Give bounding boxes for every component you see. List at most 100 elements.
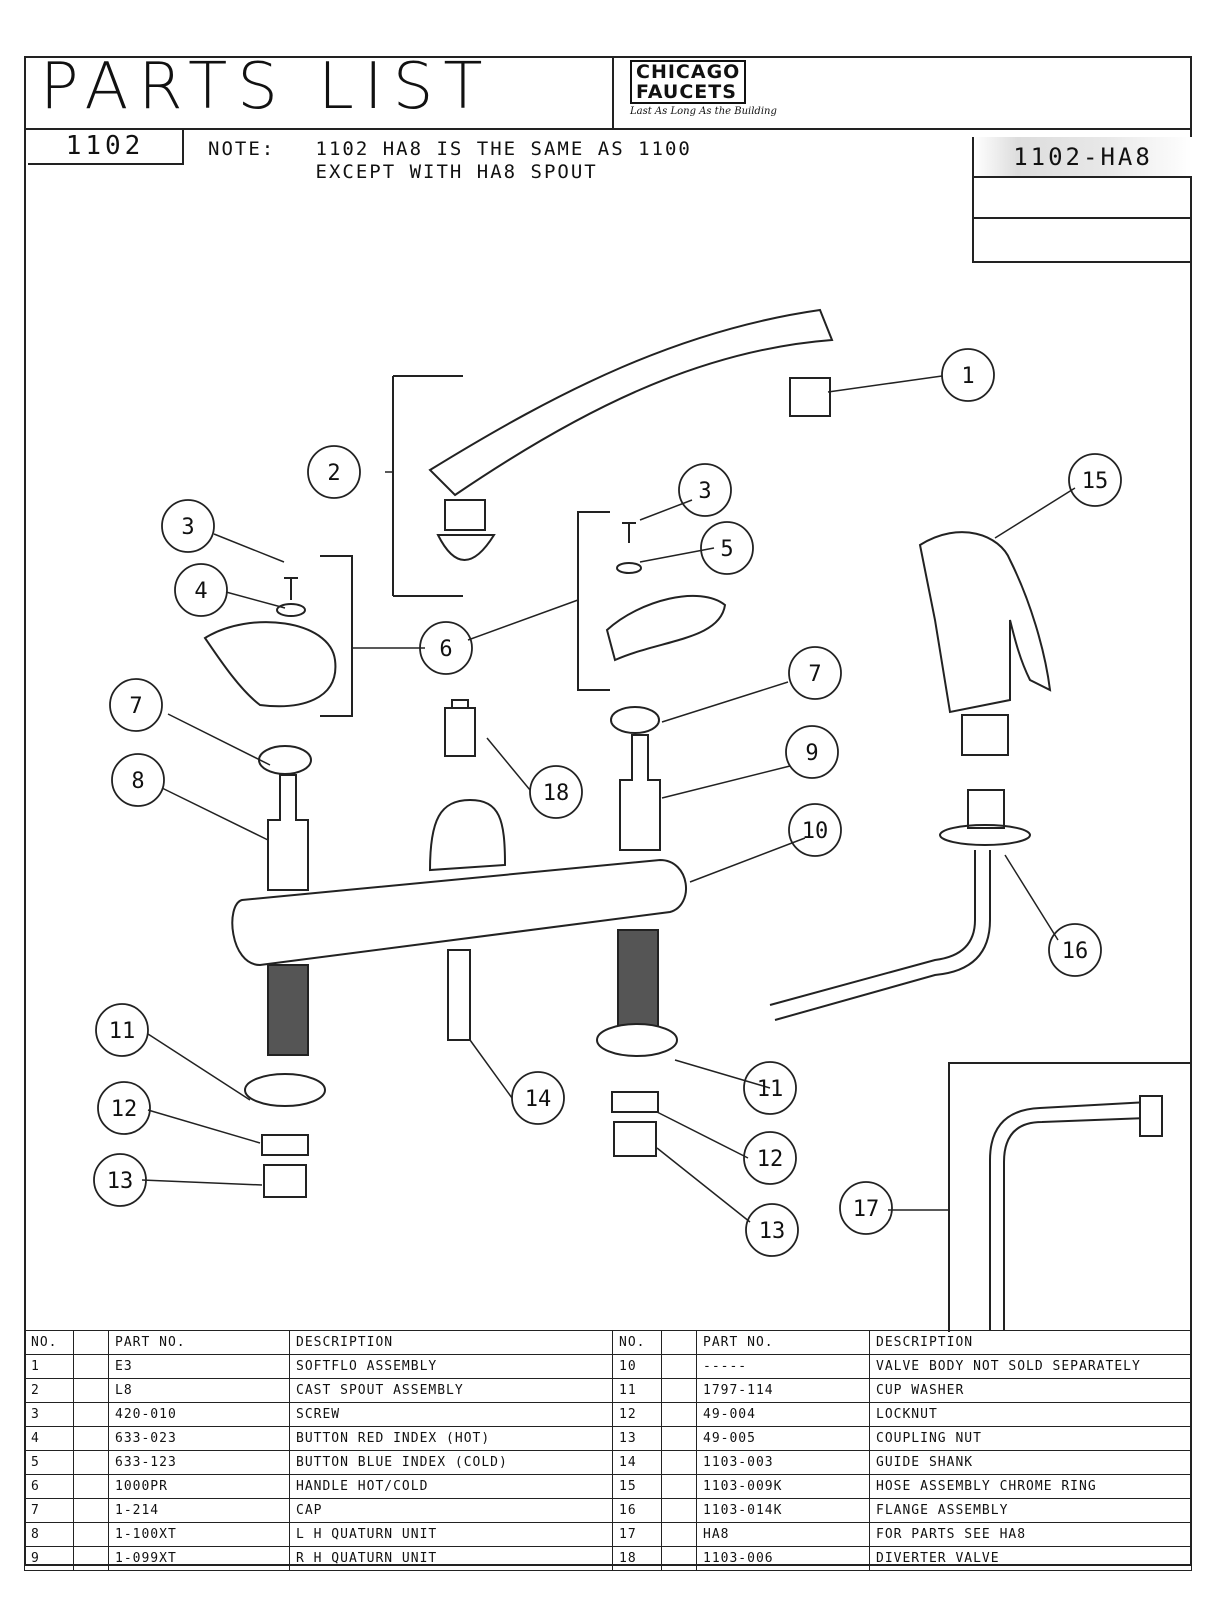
cell-gap — [73, 1378, 109, 1403]
cell-part-no: 49-005 — [696, 1426, 870, 1451]
cell-gap — [661, 1522, 697, 1547]
right-handle-illustration — [605, 594, 727, 662]
cell-part-no: 49-004 — [696, 1402, 870, 1427]
reference-box: 1102-HA8 — [972, 137, 1192, 263]
right-quaturn-illustration — [619, 734, 661, 851]
header-gap — [73, 1330, 109, 1355]
cell-no: 1 — [24, 1354, 74, 1379]
cell-part-no: 1-214 — [108, 1498, 290, 1523]
cell-part-no: ----- — [696, 1354, 870, 1379]
cell-no: 16 — [612, 1498, 662, 1523]
callout-label: 6 — [439, 637, 452, 662]
callout-label: 7 — [129, 694, 142, 719]
cell-no: 3 — [24, 1402, 74, 1427]
spout-illustration — [428, 308, 834, 497]
title-divider — [24, 128, 1192, 130]
callout-label: 3 — [698, 479, 711, 504]
cell-part-no: HA8 — [696, 1522, 870, 1547]
right-button-illustration — [616, 562, 642, 574]
cell-description: R H QUATURN UNIT — [289, 1546, 613, 1571]
page-title: PARTS LIST — [40, 50, 493, 124]
cell-description: VALVE BODY NOT SOLD SEPARATELY — [869, 1354, 1192, 1379]
cell-no: 7 — [24, 1498, 74, 1523]
cell-no: 15 — [612, 1474, 662, 1499]
sprayer-flange-illustration — [939, 824, 1031, 846]
note-label: NOTE: — [208, 138, 276, 160]
callout-label: 17 — [853, 1197, 880, 1222]
cell-description: L H QUATURN UNIT — [289, 1522, 613, 1547]
cell-description: CAST SPOUT ASSEMBLY — [289, 1378, 613, 1403]
cell-no: 11 — [612, 1378, 662, 1403]
callout-label: 11 — [757, 1077, 784, 1102]
cell-no: 5 — [24, 1450, 74, 1475]
aerator-illustration — [789, 377, 831, 417]
brand-tagline: Last As Long As the Building — [630, 106, 777, 117]
right-locknut-illustration — [611, 1091, 659, 1113]
cell-description: FLANGE ASSEMBLY — [869, 1498, 1192, 1523]
cell-gap — [73, 1522, 109, 1547]
cell-part-no: L8 — [108, 1378, 290, 1403]
header-part-no: PART NO. — [108, 1330, 290, 1355]
callout-label: 3 — [181, 515, 194, 540]
cell-gap — [73, 1426, 109, 1451]
reference-number: 1102-HA8 — [974, 137, 1192, 178]
cell-part-no: 1-099XT — [108, 1546, 290, 1571]
left-cap-illustration — [258, 745, 312, 775]
right-handle-bracket — [577, 511, 610, 691]
left-handle-bracket — [320, 555, 353, 717]
callout-label: 15 — [1082, 469, 1109, 494]
cell-gap — [73, 1474, 109, 1499]
header-no: NO. — [612, 1330, 662, 1355]
callout-label: 10 — [802, 819, 829, 844]
right-cup-washer-illustration — [596, 1023, 678, 1057]
sprayer-shank-illustration — [961, 714, 1009, 829]
cell-description: FOR PARTS SEE HA8 — [869, 1522, 1192, 1547]
header-gap — [661, 1330, 697, 1355]
callout-label: 12 — [111, 1097, 138, 1122]
callout-label: 14 — [525, 1087, 552, 1112]
cell-description: CUP WASHER — [869, 1378, 1192, 1403]
note-line-1: 1102 HA8 IS THE SAME AS 1100 — [315, 138, 692, 160]
cell-part-no: 1103-009K — [696, 1474, 870, 1499]
callout-label: 9 — [805, 741, 818, 766]
header-no: NO. — [24, 1330, 74, 1355]
left-handle-illustration — [203, 621, 337, 708]
callout-label: 2 — [327, 461, 340, 486]
guide-shank-illustration — [447, 949, 471, 1041]
cell-no: 6 — [24, 1474, 74, 1499]
cell-part-no: 420-010 — [108, 1402, 290, 1427]
ha8-outlet-illustration — [1139, 1095, 1163, 1137]
callout-label: 16 — [1062, 939, 1089, 964]
cell-gap — [73, 1354, 109, 1379]
cell-gap — [73, 1546, 109, 1571]
cell-part-no: 1-100XT — [108, 1522, 290, 1547]
cell-gap — [73, 1498, 109, 1523]
header-description: DESCRIPTION — [869, 1330, 1192, 1355]
cell-no: 10 — [612, 1354, 662, 1379]
sprayer-hose-illustration — [769, 850, 991, 1021]
cell-description: SCREW — [289, 1402, 613, 1427]
cell-description: CAP — [289, 1498, 613, 1523]
cell-part-no: 1103-006 — [696, 1546, 870, 1571]
header-description: DESCRIPTION — [289, 1330, 613, 1355]
ha8-detail-box — [948, 1062, 1192, 1332]
left-cup-washer-illustration — [244, 1073, 326, 1107]
cell-no: 13 — [612, 1426, 662, 1451]
table-header-row: NO. PART NO. DESCRIPTION NO. PART NO. DE… — [24, 1330, 1192, 1355]
cell-gap — [661, 1498, 697, 1523]
cell-gap — [661, 1426, 697, 1451]
parts-table: NO. PART NO. DESCRIPTION NO. PART NO. DE… — [24, 1330, 1192, 1571]
leader-lines — [141, 375, 1076, 1223]
cell-description: DIVERTER VALVE — [869, 1546, 1192, 1571]
left-quaturn-illustration — [267, 774, 309, 891]
cell-part-no: 1103-014K — [696, 1498, 870, 1523]
left-coupling-nut-illustration — [263, 1164, 307, 1198]
model-number: 1102 — [28, 129, 184, 165]
cell-description: SOFTFLO ASSEMBLY — [289, 1354, 613, 1379]
left-shank-illustration — [267, 964, 309, 1056]
